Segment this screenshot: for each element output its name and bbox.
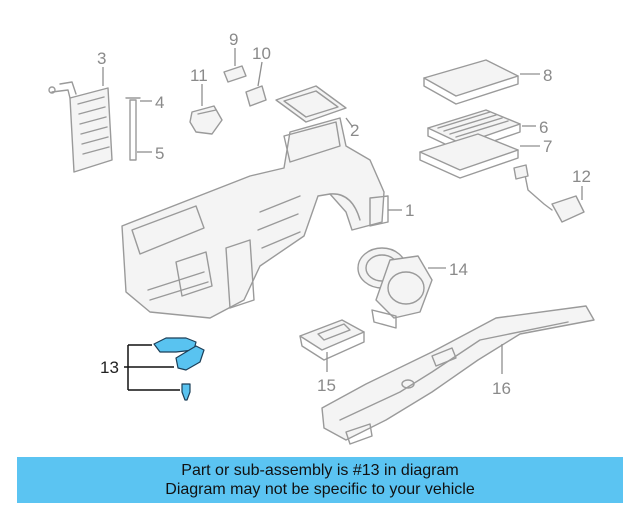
callout-15: 15 (317, 376, 336, 395)
part-filter-frame (275, 85, 347, 123)
part-resistor (299, 319, 365, 361)
part-duct (321, 305, 595, 445)
leader-10 (257, 61, 263, 87)
part-temp-sensor (513, 164, 585, 223)
part-13-screw (181, 383, 191, 401)
part-13-assembly (153, 337, 205, 401)
callout-13: 13 (100, 358, 119, 377)
callout-14: 14 (449, 260, 468, 279)
leader-2 (345, 117, 353, 127)
callout-9: 9 (229, 30, 238, 49)
callout-12: 12 (572, 167, 591, 186)
callout-10: 10 (252, 44, 271, 63)
part-blower-motor (357, 247, 433, 329)
part-sensor (223, 65, 247, 83)
part-filter-cover (423, 59, 519, 105)
callout-1: 1 (405, 201, 414, 220)
banner-line-disclaimer: Diagram may not be specific to your vehi… (165, 481, 475, 498)
callout-4: 4 (155, 93, 164, 112)
banner-line-part-number: Part or sub-assembly is #13 in diagram (181, 462, 459, 479)
callout-5: 5 (155, 144, 164, 163)
part-heater-core (48, 81, 113, 173)
callout-7: 7 (543, 137, 552, 156)
callout-11: 11 (190, 66, 208, 85)
callout-8: 8 (543, 66, 552, 85)
part-actuator (189, 105, 223, 135)
part-clip (245, 85, 267, 107)
callout-2: 2 (350, 121, 359, 140)
parts-diagram: 3 4 5 9 10 11 2 8 6 (48, 30, 595, 445)
callout-6: 6 (539, 118, 548, 137)
callout-3: 3 (97, 49, 106, 68)
leader-13 (124, 344, 180, 391)
part-filter-housing (419, 133, 519, 179)
callout-16: 16 (492, 379, 511, 398)
part-rod (125, 97, 141, 161)
info-banner: Part or sub-assembly is #13 in diagram D… (17, 457, 623, 503)
part-13-actuator-arm (175, 345, 205, 371)
part-hvac-housing (121, 117, 389, 319)
